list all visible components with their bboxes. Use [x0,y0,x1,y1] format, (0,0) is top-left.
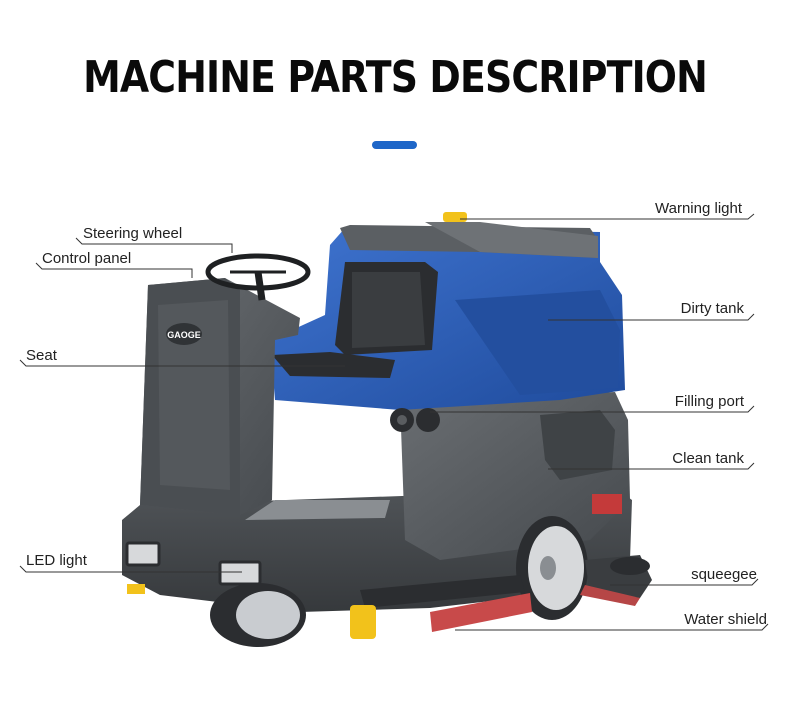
label-clean-tank: Clean tank [672,450,744,467]
title-accent-bar [372,141,417,149]
label-warning-light: Warning light [655,200,742,217]
label-squeegee: squeegee [691,566,757,583]
label-led-light: LED light [26,552,87,569]
brand-logo: GAOGE [167,330,201,340]
label-water-shield: Water shield [684,611,767,628]
label-steering-wheel: Steering wheel [83,225,183,242]
label-dirty-tank: Dirty tank [680,300,744,317]
label-filling-port: Filling port [674,393,744,410]
label-seat: Seat [26,347,57,364]
label-control-panel: Control panel [42,250,132,267]
page-title: MACHINE PARTS DESCRIPTION [83,52,708,103]
